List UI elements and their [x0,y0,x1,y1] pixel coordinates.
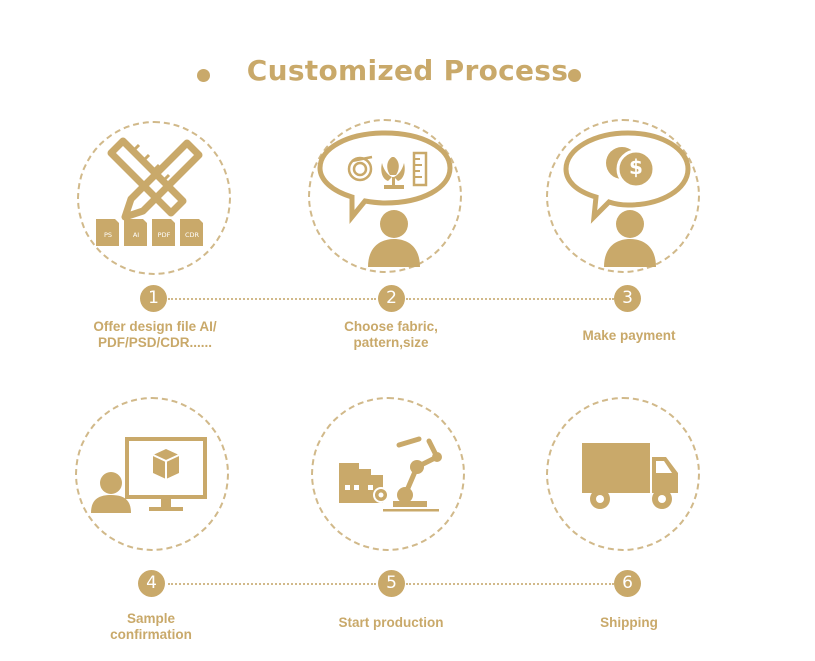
step-1-label: Offer design file AI/ PDF/PSD/CDR...... [55,319,255,351]
step-4-label: Sample confirmation [51,611,251,643]
payment-icon [563,130,691,267]
sample-confirmation-icon [91,437,207,513]
file-badge-ps: PS [103,231,113,239]
step-3-number: 3 [614,285,641,312]
file-badge-pdf: PDF [157,231,171,239]
step-1-label-line-2: PDF/PSD/CDR...... [97,335,212,350]
step-3-circle: $ [546,119,700,273]
file-badge-ai: AI [132,231,140,239]
step-5-label: Start production [338,615,444,630]
step-3-label: Make payment [582,328,676,343]
step-1-number: 1 [140,285,167,312]
title-dot-left [197,69,210,82]
step-2-label-line-2: pattern,size [353,335,429,350]
file-badge-cdr: CDR [184,231,200,239]
connector-2-3 [406,298,614,300]
step-2-circle [308,119,462,273]
currency-symbol: $ [629,155,643,179]
step-5-circle [311,397,465,551]
connector-4-5 [168,583,376,585]
step-4-circle [75,397,229,551]
step-6-label: Shipping [600,615,658,630]
design-tools-icon [96,137,203,246]
title-bar: Customized Process [0,50,815,100]
connector-5-6 [406,583,614,585]
step-2-label: Choose fabric, pattern,size [291,319,491,351]
step-6-circle [546,397,700,551]
step-6-number: 6 [614,570,641,597]
step-2-number: 2 [378,285,405,312]
step-5-number: 5 [378,570,405,597]
step-4-label-line-2: confirmation [110,627,192,642]
step-1-label-line-1: Offer design file AI/ [93,319,217,334]
production-icon [339,436,442,512]
shipping-truck-icon [582,443,678,509]
step-2-label-line-1: Choose fabric, [344,319,438,334]
connector-1-2 [168,298,376,300]
step-1-circle: PS AI PDF CDR [77,121,231,275]
title-dot-right [568,69,581,82]
choose-fabric-icon [317,130,453,267]
step-4-label-line-1: Sample [126,611,176,626]
step-4-number: 4 [138,570,165,597]
page-title: Customized Process [246,54,569,87]
